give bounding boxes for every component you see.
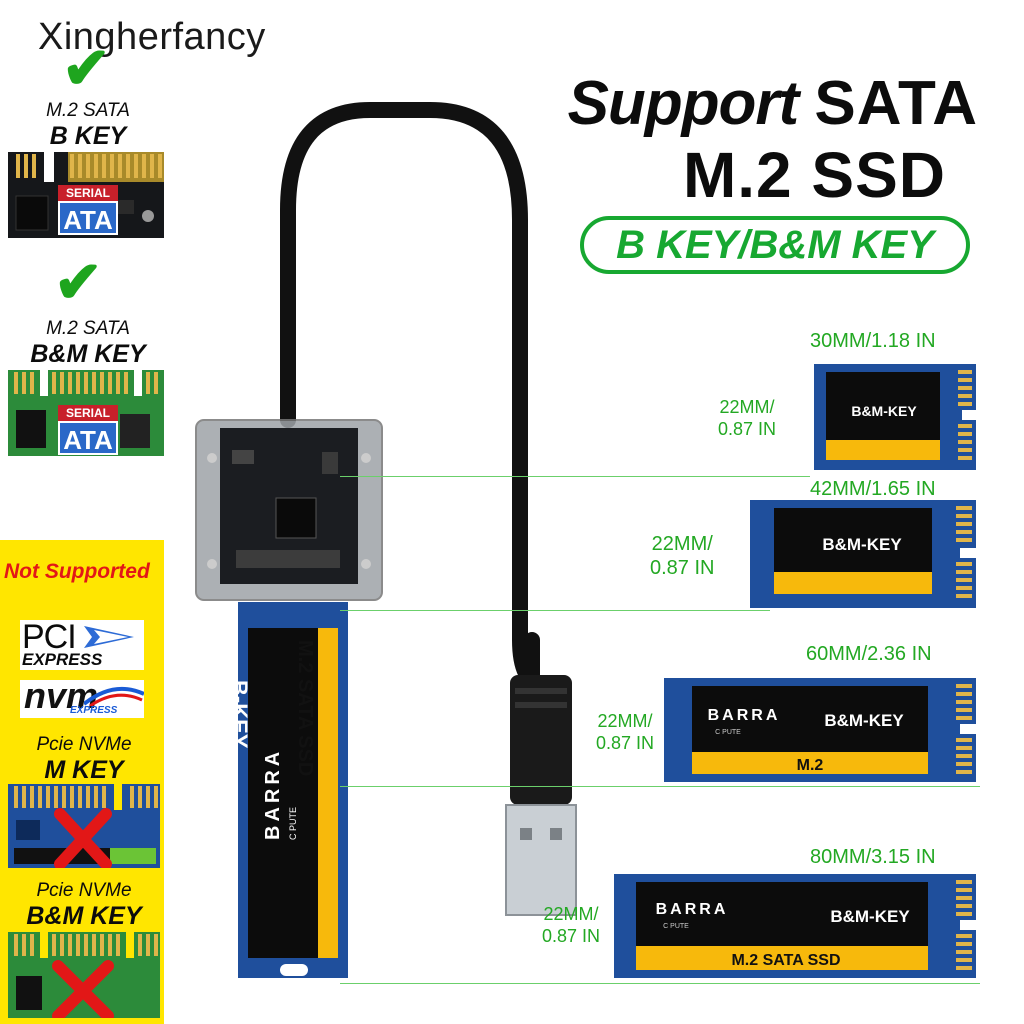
ssd-42mm-image: B&M-KEY — [750, 500, 976, 608]
size-30-length: 30MM/1.18 IN — [810, 330, 936, 352]
size-80-width-bottom: 0.87 IN — [542, 926, 601, 946]
adapter-ssd-stripe-label: M.2 SATA SSD — [294, 640, 316, 777]
supported-b-key-label: M.2 SATA B KEY — [38, 100, 138, 151]
size-60-width: 22MM/ 0.87 IN — [596, 710, 654, 754]
nvme-m-key-line1: Pcie NVMe — [36, 734, 132, 755]
ssd-42mm-key: B&M-KEY — [822, 535, 902, 554]
size-60-length: 60MM/2.36 IN — [806, 643, 932, 665]
not-supported-bm-key-label: Pcie NVMe B&M KEY — [10, 880, 158, 931]
size-42-width: 22MM/ 0.87 IN — [650, 532, 714, 580]
ssd-30mm-image: B&M-KEY — [814, 364, 976, 470]
not-supported-m-key-label: Pcie NVMe M KEY — [14, 734, 154, 785]
ssd-60mm-brand: BARRA — [708, 707, 781, 724]
nvme-bm-key-ssd-image — [8, 932, 160, 1018]
serial-label: SERIAL — [58, 185, 118, 201]
ssd-30mm-key: B&M-KEY — [851, 403, 917, 419]
ssd-60mm-image: BARRA C PUTE B&M-KEY M.2 — [664, 678, 976, 782]
guide-line — [340, 786, 980, 787]
check-icon: ✔ — [54, 250, 103, 315]
ssd-60mm-stripe: M.2 — [797, 757, 824, 774]
ssd-enclosure-image — [195, 102, 577, 978]
supported-bm-key-label: M.2 SATA B&M KEY — [28, 318, 148, 369]
headline-sata: SATA — [814, 69, 978, 138]
usb-cable — [280, 102, 548, 693]
pci-express-logo: PCI EXPRESS — [20, 618, 144, 670]
ssd-80mm-brand: BARRA — [656, 901, 729, 918]
headline-line1: Support SATA — [568, 68, 978, 139]
serial-ata-logo: SERIAL ATA — [58, 405, 118, 455]
adapter-ssd-key-label: B-KEY — [227, 680, 252, 749]
size-30-width-bottom: 0.87 IN — [718, 419, 777, 439]
check-icon: ✔ — [62, 36, 111, 101]
ssd-80mm-brand-sub: C PUTE — [663, 923, 689, 930]
size-80-width-top: 22MM/ — [543, 904, 599, 924]
size-42-length: 42MM/1.65 IN — [810, 478, 936, 500]
size-30-width-top: 22MM/ — [719, 397, 775, 417]
supported-bm-key-line1: M.2 SATA — [46, 318, 130, 339]
guide-line — [340, 610, 770, 611]
nvm-text: nvm — [24, 675, 99, 716]
ssd-80mm-image: BARRA C PUTE B&M-KEY M.2 SATA SSD — [614, 874, 976, 978]
ssd-80mm-stripe: M.2 SATA SSD — [731, 952, 840, 969]
adapter-ssd-brand-sub: C PUTE — [288, 806, 298, 840]
nvm-swoosh-icon — [84, 686, 144, 706]
adapter-ssd-brand: BARRA — [262, 747, 284, 840]
ssd-60mm-key: B&M-KEY — [824, 711, 904, 730]
headline-line2: M.2 SSD — [682, 139, 946, 211]
ssd-60mm-brand-sub: C PUTE — [715, 729, 741, 736]
nvme-bm-key-line1: Pcie NVMe — [36, 880, 132, 901]
usb-connector — [505, 804, 577, 916]
supported-bm-key-line2: B&M KEY — [30, 340, 146, 368]
key-badge: B KEY/B&M KEY — [580, 216, 970, 274]
m-key-ssd-image — [8, 784, 160, 868]
watermark: Xingherfancy — [38, 16, 266, 58]
serial-label: SERIAL — [58, 405, 118, 421]
size-60-width-bottom: 0.87 IN — [596, 733, 655, 753]
size-42-width-top: 22MM/ — [651, 533, 713, 555]
ata-label: ATA — [58, 421, 118, 455]
nvme-bm-key-line2: B&M KEY — [26, 902, 142, 930]
headline-support: Support — [567, 69, 800, 138]
serial-ata-logo: SERIAL ATA — [58, 185, 118, 235]
x-mark-icon — [54, 808, 112, 868]
nvm-express-text: EXPRESS — [70, 705, 118, 716]
guide-line — [340, 476, 810, 477]
size-60-width-top: 22MM/ — [597, 711, 653, 731]
supported-b-key-line1: M.2 SATA — [46, 100, 130, 121]
size-80-width: 22MM/ 0.87 IN — [542, 903, 600, 947]
nvme-m-key-line2: M KEY — [44, 756, 124, 784]
ata-label: ATA — [58, 201, 118, 235]
supported-b-key-line2: B KEY — [49, 122, 127, 150]
size-42-width-bottom: 0.87 IN — [650, 557, 715, 579]
ssd-80mm-key: B&M-KEY — [830, 907, 910, 926]
express-text: EXPRESS — [22, 650, 103, 669]
x-mark-icon — [52, 960, 114, 1018]
size-30-width: 22MM/ 0.87 IN — [718, 396, 776, 440]
b-key-ssd-image — [8, 152, 164, 238]
pci-arrow-icon — [84, 626, 134, 648]
not-supported-label: Not Supported — [4, 560, 150, 583]
nvme-logo: nvm EXPRESS — [20, 675, 144, 718]
guide-line — [340, 983, 980, 984]
pci-text: PCI — [22, 618, 77, 656]
size-80-length: 80MM/3.15 IN — [810, 846, 936, 868]
